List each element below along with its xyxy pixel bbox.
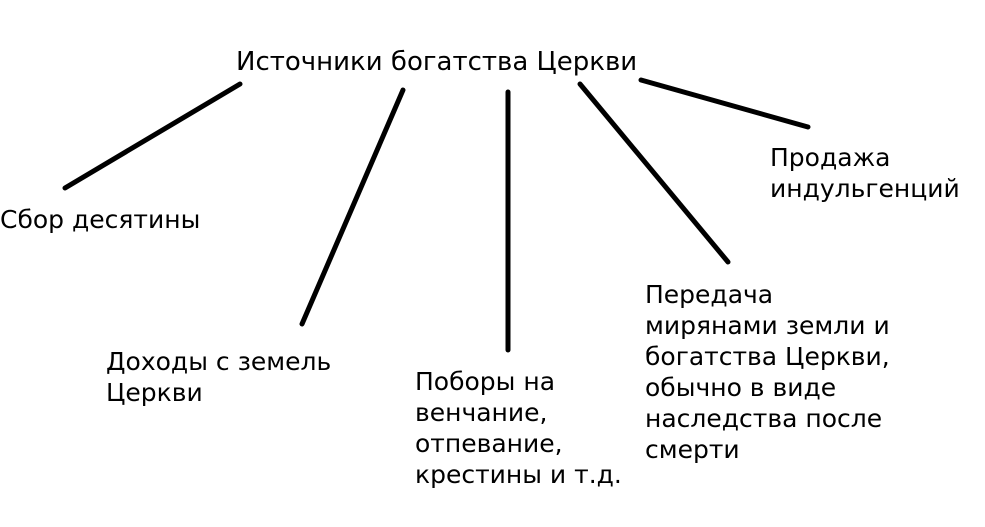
branch-node-bequests: Передача мирянами земли и богатства Церк… [645,280,890,464]
branch-node-land-income: Доходы с земель Церкви [106,347,332,407]
connector-line-bequests [577,81,731,265]
branch-node-fees: Поборы на венчание, отпевание, крестины … [415,367,622,489]
connector-line-indulgences [638,77,811,130]
branch-node-indulgences: Продажа индульгенций [770,143,960,203]
branch-node-tithe: Сбор десятины [0,205,201,234]
connector-line-tithe [62,81,243,191]
root-node-title: Источники богатства Церкви [236,47,638,77]
connector-line-lands [299,87,406,327]
